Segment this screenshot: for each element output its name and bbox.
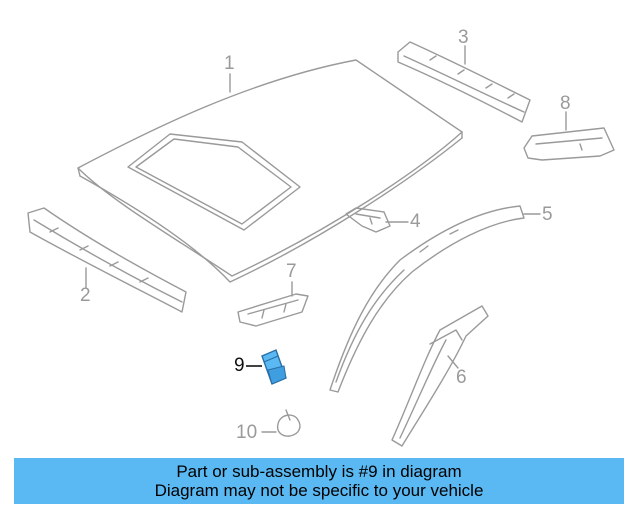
callout-label-3: 3 [458,27,469,48]
callout-label-6: 6 [456,367,467,388]
bracket-part-7 [237,293,309,327]
bracket-part-8 [523,127,615,161]
callout-label-8: 8 [560,93,571,114]
plug-part-9 [261,349,287,385]
callout-label-5: 5 [542,204,553,225]
callout-label-1: 1 [224,53,235,74]
roof-side-rail-part-5 [329,205,525,393]
callout-label-7: 7 [286,261,297,282]
bracket-part-4 [345,207,391,233]
callout-label-4: 4 [410,211,421,232]
leader-line-6 [447,355,459,369]
callout-label-10: 10 [236,422,258,443]
clip-part-10 [276,409,301,437]
pillar-reinforcement-part-6 [391,305,489,447]
callout-label-2: 2 [80,285,91,306]
front-header-part-2 [27,207,187,313]
roof-panel-part-1 [77,59,463,283]
parts-diagram [27,41,615,447]
banner-line-part-info: Part or sub-assembly is #9 in diagram [176,462,462,481]
info-banner: Part or sub-assembly is #9 in diagram Di… [14,458,624,504]
banner-line-disclaimer: Diagram may not be specific to your vehi… [154,481,484,500]
callout-label-9: 9 [234,355,245,376]
rear-header-part-3 [397,41,531,123]
